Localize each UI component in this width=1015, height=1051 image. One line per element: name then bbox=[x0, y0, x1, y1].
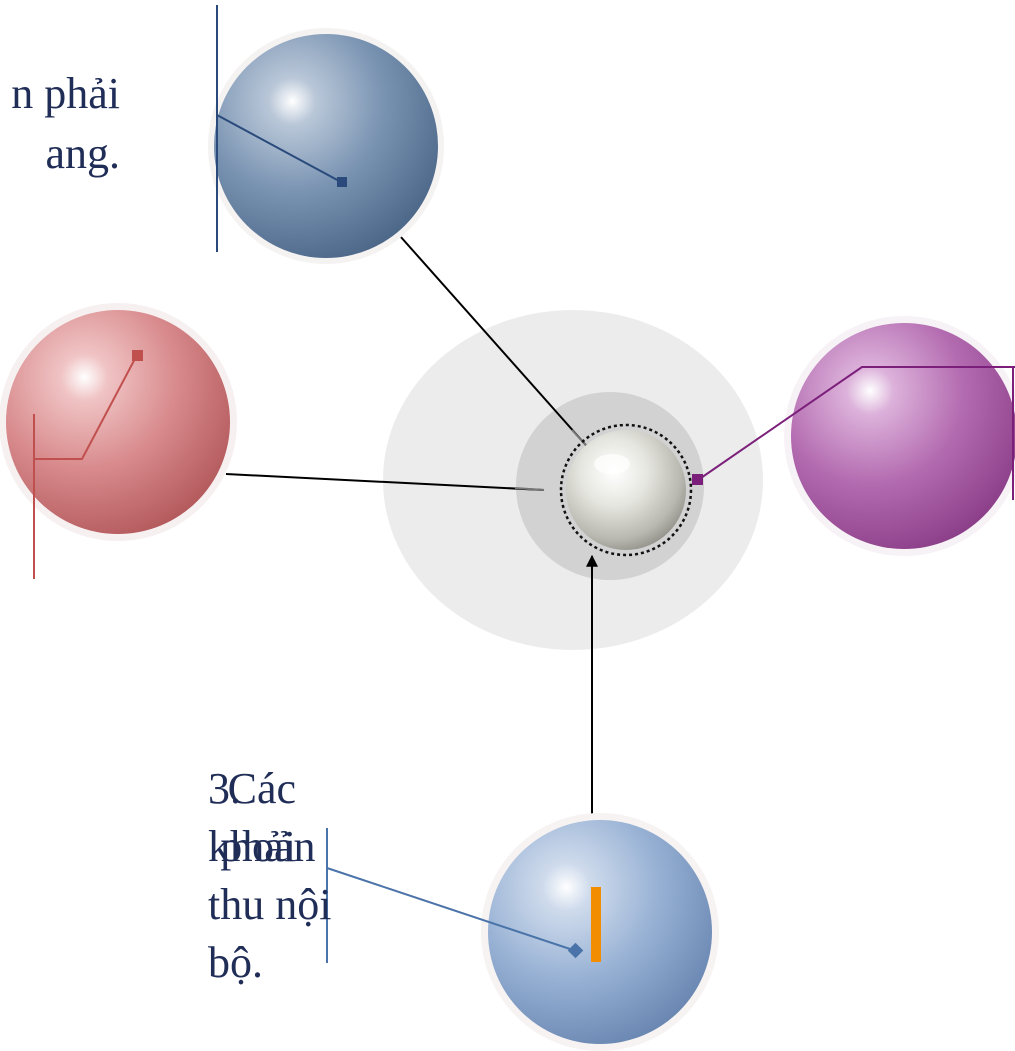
top-left-label-line1: n phải bbox=[11, 69, 120, 118]
sphere-right bbox=[791, 323, 1015, 549]
center-sphere-highlight bbox=[594, 454, 630, 474]
orange-marker bbox=[591, 887, 601, 962]
sphere-bottom-leader bbox=[326, 867, 577, 952]
center-sphere bbox=[566, 430, 686, 550]
sphere-bottom-leader-dot bbox=[567, 942, 584, 959]
sphere-top bbox=[214, 34, 438, 258]
sphere-left-leader-dot bbox=[132, 350, 143, 361]
sphere-top-leader bbox=[216, 114, 342, 183]
sphere-right-leader bbox=[697, 366, 1015, 481]
item-3-number: 3. bbox=[208, 764, 241, 813]
item-3-word-khoan: khoản bbox=[208, 822, 316, 871]
item-3-line3-text: thu nội bộ. bbox=[208, 880, 332, 987]
item-3-word-cac: Các bbox=[227, 764, 296, 813]
center-dotted-ring bbox=[559, 423, 693, 557]
connector-left-sphere bbox=[225, 473, 545, 491]
sphere-right-leader-dot bbox=[692, 474, 703, 485]
connector-top-sphere bbox=[399, 235, 593, 453]
item-3-line3: thu nội bộ. bbox=[208, 876, 368, 992]
sphere-top-leader-dot bbox=[337, 177, 347, 187]
item-3-line1: 3. bbox=[208, 760, 294, 818]
connector-grey-left bbox=[514, 487, 545, 491]
top-left-label-line2: ang. bbox=[45, 129, 120, 178]
sphere-left bbox=[6, 310, 230, 534]
sphere-left-leader-bend bbox=[34, 354, 138, 460]
item-3-word-phai: phải bbox=[220, 822, 296, 871]
top-left-sphere-label: n phải ang. bbox=[0, 64, 120, 184]
